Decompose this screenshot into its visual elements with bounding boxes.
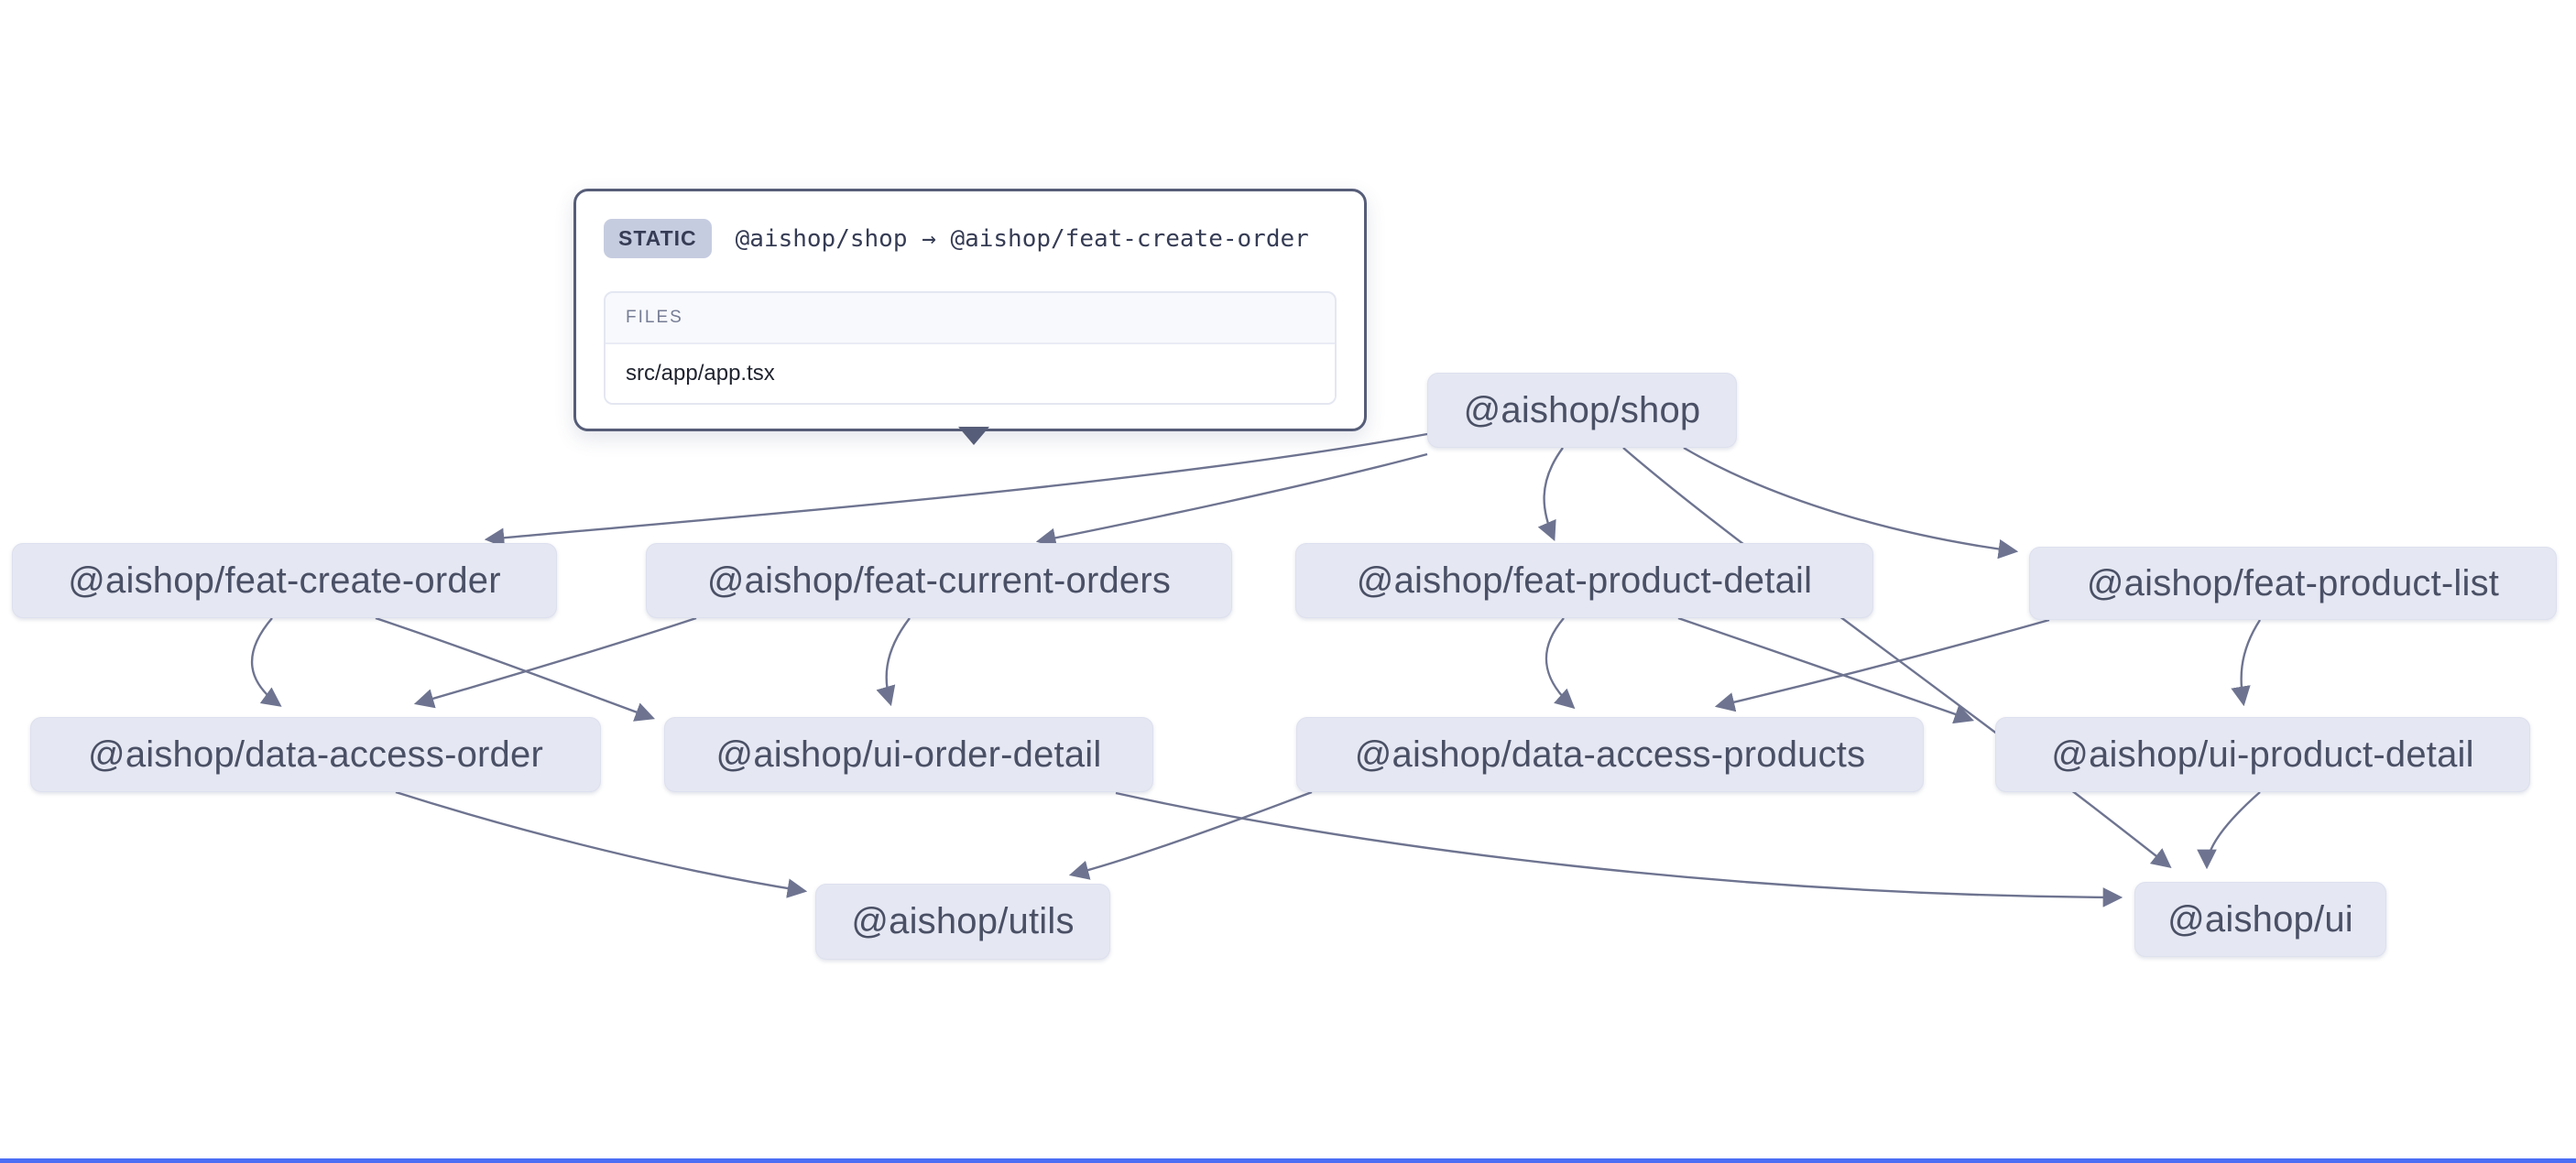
edge-data-access-products-to-utils[interactable] bbox=[1068, 790, 1313, 880]
tooltip-pointer-notch bbox=[958, 427, 989, 445]
graph-node-feat-current-orders[interactable]: @aishop/feat-current-orders bbox=[646, 543, 1232, 618]
graph-node-ui[interactable]: @aishop/ui bbox=[2134, 882, 2386, 957]
graph-node-data-access-products[interactable]: @aishop/data-access-products bbox=[1296, 717, 1924, 792]
edge-feat-current-orders-to-ui-order-detail[interactable] bbox=[876, 617, 911, 707]
edge-shop-to-feat-create-order[interactable] bbox=[484, 432, 1428, 549]
edge-feat-current-orders-to-data-access-order[interactable] bbox=[413, 616, 697, 709]
edge-shop-to-feat-product-detail[interactable] bbox=[1537, 447, 1564, 541]
edge-shop-to-feat-product-list[interactable] bbox=[1683, 446, 2019, 560]
edge-feat-create-order-to-data-access-order[interactable] bbox=[250, 617, 282, 707]
tooltip-header: STATIC @aishop/shop → @aishop/feat-creat… bbox=[604, 219, 1337, 258]
edge-feat-product-list-to-ui-product-detail[interactable] bbox=[2231, 619, 2262, 707]
edge-shop-to-feat-current-orders[interactable] bbox=[1035, 452, 1428, 549]
graph-node-feat-product-list[interactable]: @aishop/feat-product-list bbox=[2029, 547, 2557, 620]
edge-feat-create-order-to-ui-order-detail[interactable] bbox=[375, 616, 656, 722]
files-panel: FILES src/app/app.tsx bbox=[604, 291, 1337, 405]
edge-dependency-label: @aishop/shop → @aishop/feat-create-order bbox=[735, 224, 1309, 253]
graph-node-shop[interactable]: @aishop/shop bbox=[1427, 373, 1737, 448]
files-panel-header: FILES bbox=[606, 293, 1335, 344]
graph-node-ui-order-detail[interactable]: @aishop/ui-order-detail bbox=[664, 717, 1153, 792]
graph-node-ui-product-detail[interactable]: @aishop/ui-product-detail bbox=[1995, 717, 2530, 792]
file-row: src/app/app.tsx bbox=[606, 344, 1335, 403]
graph-node-utils[interactable]: @aishop/utils bbox=[815, 884, 1110, 960]
edge-ui-order-detail-to-ui[interactable] bbox=[1115, 791, 2123, 908]
graph-node-feat-product-detail[interactable]: @aishop/feat-product-detail bbox=[1295, 543, 1873, 618]
edge-feat-product-detail-to-ui-product-detail[interactable] bbox=[1677, 616, 1975, 724]
edge-type-badge: STATIC bbox=[604, 219, 712, 258]
graph-node-data-access-order[interactable]: @aishop/data-access-order bbox=[30, 717, 601, 792]
graph-node-feat-create-order[interactable]: @aishop/feat-create-order bbox=[12, 543, 557, 618]
edge-data-access-order-to-utils[interactable] bbox=[395, 790, 808, 898]
edge-shop-to-ui[interactable] bbox=[1622, 447, 2172, 869]
edge-ui-product-detail-to-ui[interactable] bbox=[2197, 791, 2261, 870]
edge-feat-product-detail-to-data-access-products[interactable] bbox=[1545, 617, 1576, 710]
edge-feat-product-list-to-data-access-products[interactable] bbox=[1714, 618, 2050, 712]
edge-tooltip: STATIC @aishop/shop → @aishop/feat-creat… bbox=[573, 189, 1367, 445]
bottom-accent-bar bbox=[0, 1158, 2576, 1163]
